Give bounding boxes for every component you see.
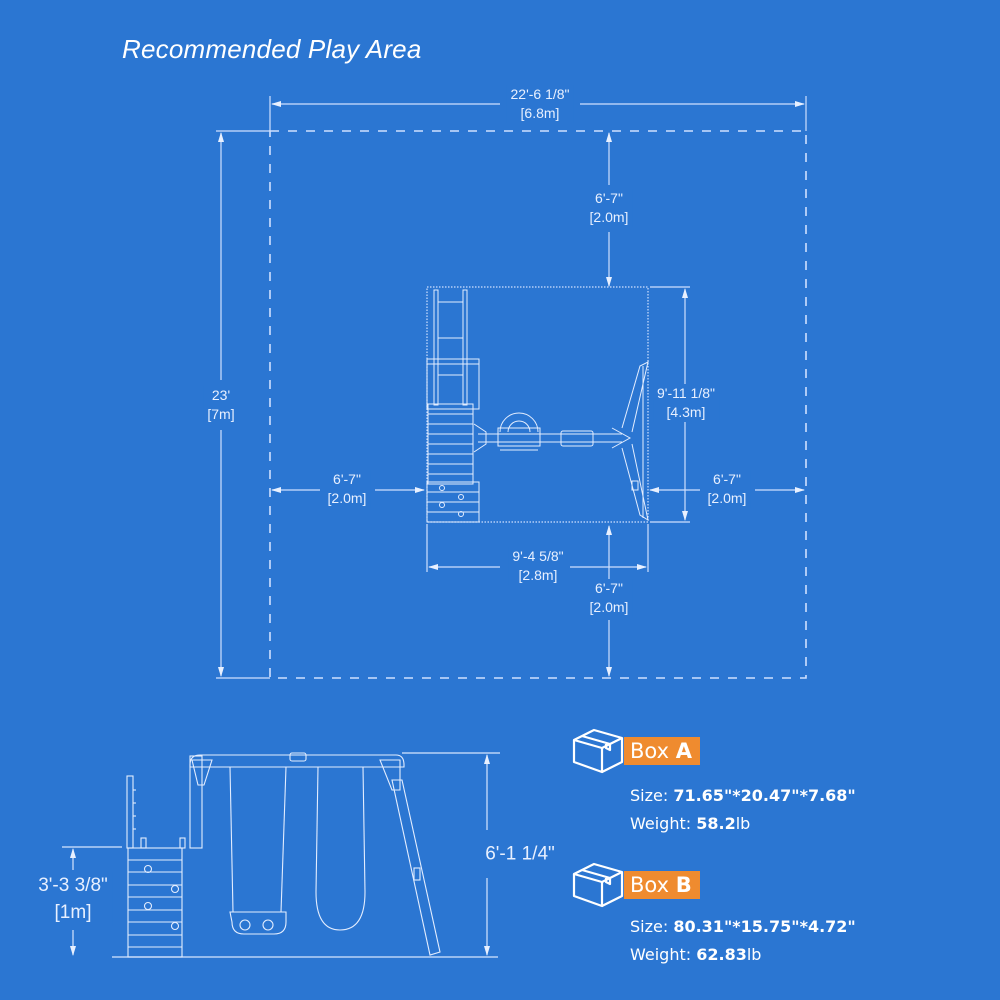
total-height-dimension: 6'-1 1/4" — [481, 841, 559, 868]
deck-height-metric: [1m] — [54, 902, 92, 923]
box-b-size-value: 80.31"*15.75"*4.72" — [673, 917, 856, 936]
clearance-right-imperial: 6'-7" — [713, 471, 741, 487]
box-a-header: Box A — [570, 726, 700, 776]
box-a-prefix: Box — [630, 739, 676, 763]
overall-depth-imperial: 23' — [211, 387, 231, 403]
clearance-left-imperial: 6'-7" — [333, 471, 361, 487]
clearance-bottom-metric: [2.0m] — [589, 599, 629, 615]
clearance-top-metric: [2.0m] — [589, 209, 629, 225]
overall-width-metric: [6.8m] — [520, 105, 560, 121]
box-b-weight-unit: lb — [746, 945, 762, 964]
overall-width-dimension: 22'-6 1/8" [6.8m] — [506, 85, 574, 123]
page-title: Recommended Play Area — [122, 34, 422, 64]
clearance-bottom-dimension: 6'-7" [2.0m] — [585, 579, 633, 617]
box-b-label: Box B — [624, 871, 700, 899]
clearance-right-dimension: 6'-7" [2.0m] — [703, 470, 751, 508]
swing-set-top-view — [426, 289, 649, 523]
set-depth-dimension: 9'-11 1/8" [4.3m] — [653, 384, 719, 422]
box-a-weight-label: Weight: — [630, 814, 697, 833]
box-a-size-label: Size: — [630, 786, 674, 805]
overall-depth-metric: [7m] — [207, 406, 235, 422]
overall-width-imperial: 22'-6 1/8" — [510, 86, 570, 102]
deck-height-dimension: 3'-3 3/8" [1m] — [34, 872, 112, 926]
box-b-header: Box B — [570, 860, 700, 910]
set-width-metric: [2.8m] — [518, 567, 558, 583]
clearance-left-metric: [2.0m] — [327, 490, 367, 506]
box-b-weight-value: 62.83 — [696, 945, 747, 964]
set-depth-imperial: 9'-11 1/8" — [657, 385, 715, 401]
overall-depth-dimension: 23' [7m] — [203, 386, 239, 424]
box-b-weight: Weight: 62.83lb — [630, 945, 761, 964]
box-b-prefix: Box — [630, 873, 676, 897]
package-box-icon — [572, 728, 624, 774]
set-depth-metric: [4.3m] — [666, 404, 706, 420]
box-a-weight-unit: lb — [735, 814, 751, 833]
clearance-top-imperial: 6'-7" — [595, 190, 623, 206]
box-a-info: Box A Size: 71.65"*20.47"*7.68" Weight: … — [570, 726, 856, 833]
box-b-weight-label: Weight: — [630, 945, 697, 964]
clearance-bottom-imperial: 6'-7" — [595, 580, 623, 596]
box-a-weight: Weight: 58.2lb — [630, 814, 750, 833]
box-b-size: Size: 80.31"*15.75"*4.72" — [630, 917, 856, 936]
set-width-dimension: 9'-4 5/8" [2.8m] — [508, 547, 568, 585]
top-view-drawing — [216, 96, 807, 679]
play-area-boundary — [269, 130, 807, 679]
box-a-letter: A — [675, 739, 692, 763]
box-a-size-value: 71.65"*20.47"*7.68" — [673, 786, 856, 805]
clearance-right-metric: [2.0m] — [707, 490, 747, 506]
box-b-size-label: Size: — [630, 917, 674, 936]
clearance-top-dimension: 6'-7" [2.0m] — [585, 189, 633, 227]
box-b-info: Box B Size: 80.31"*15.75"*4.72" Weight: … — [570, 860, 856, 964]
package-box-icon — [572, 862, 624, 908]
total-height-imperial: 6'-1 1/4" — [485, 843, 555, 865]
box-b-letter: B — [675, 873, 692, 897]
box-a-label: Box A — [624, 737, 700, 765]
swing-set-side-view — [126, 752, 441, 958]
clearance-left-dimension: 6'-7" [2.0m] — [323, 470, 371, 508]
box-a-size: Size: 71.65"*20.47"*7.68" — [630, 786, 856, 805]
box-a-weight-value: 58.2 — [696, 814, 736, 833]
set-width-imperial: 9'-4 5/8" — [512, 548, 564, 564]
deck-height-imperial: 3'-3 3/8" — [38, 875, 108, 896]
